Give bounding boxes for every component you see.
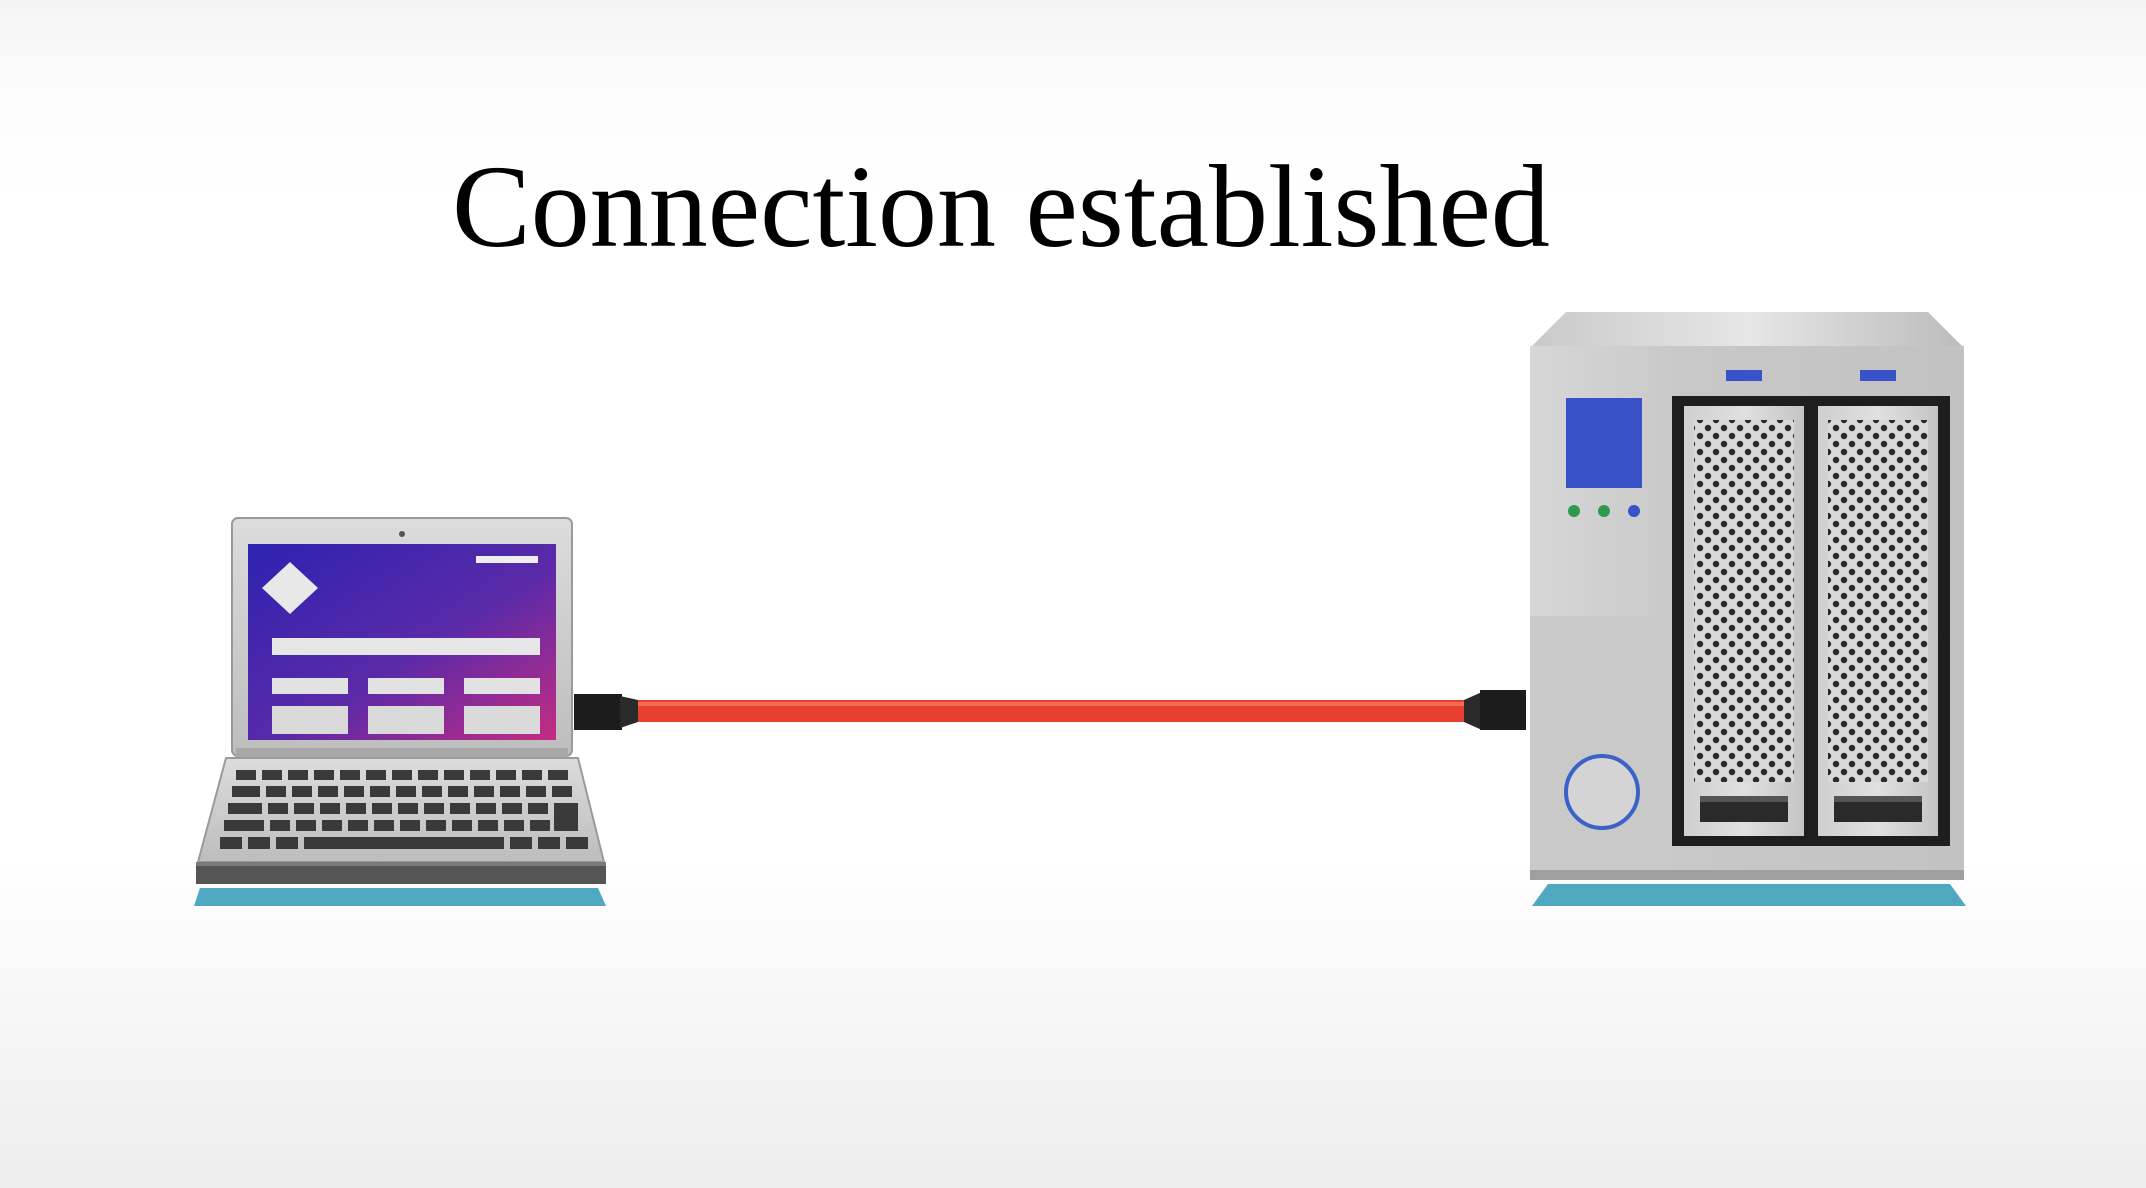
laptop-hinge xyxy=(236,748,568,758)
laptop-shadow xyxy=(194,888,606,906)
laptop-icon xyxy=(194,517,606,906)
laptop-front-edge xyxy=(196,862,606,884)
laptop-camera xyxy=(399,531,405,537)
cable-boot-left xyxy=(620,696,638,728)
drive-bay-2-grille xyxy=(1828,420,1928,782)
network-cable-icon xyxy=(574,690,1526,730)
server-led-3 xyxy=(1628,505,1640,517)
server-shadow xyxy=(1532,884,1966,906)
cable-plug-right xyxy=(1480,690,1526,730)
cable-boot-right xyxy=(1464,692,1482,730)
laptop-keyboard xyxy=(220,770,588,849)
screen-card-1 xyxy=(272,678,348,694)
screen-card-3 xyxy=(464,678,540,694)
screen-logo-icon xyxy=(262,562,318,614)
server-led-2 xyxy=(1598,505,1610,517)
screen-card-5 xyxy=(368,706,444,734)
drive-bay-2-handle-top xyxy=(1834,796,1922,802)
drive-bay-1-handle-top xyxy=(1700,796,1788,802)
server-body-lower-shade xyxy=(1530,616,1670,876)
bay-2-status-light xyxy=(1860,370,1896,381)
server-top xyxy=(1530,312,1964,348)
server-base xyxy=(1530,870,1964,880)
screen-card-6 xyxy=(464,706,540,734)
cable-highlight xyxy=(634,702,1466,706)
bay-1-status-light xyxy=(1726,370,1762,381)
nas-server-icon xyxy=(1530,312,1966,906)
cable-plug-left xyxy=(574,694,622,730)
screen-banner-bar xyxy=(272,638,540,655)
screen-menu-bar xyxy=(476,556,538,563)
drive-bay-1-grille xyxy=(1694,420,1794,782)
server-display xyxy=(1566,398,1642,488)
laptop-front-highlight xyxy=(196,862,606,866)
screen-card-2 xyxy=(368,678,444,694)
screen-card-4 xyxy=(272,706,348,734)
power-button xyxy=(1564,754,1640,830)
server-led-1 xyxy=(1568,505,1580,517)
page-title: Connection established xyxy=(452,141,1550,272)
